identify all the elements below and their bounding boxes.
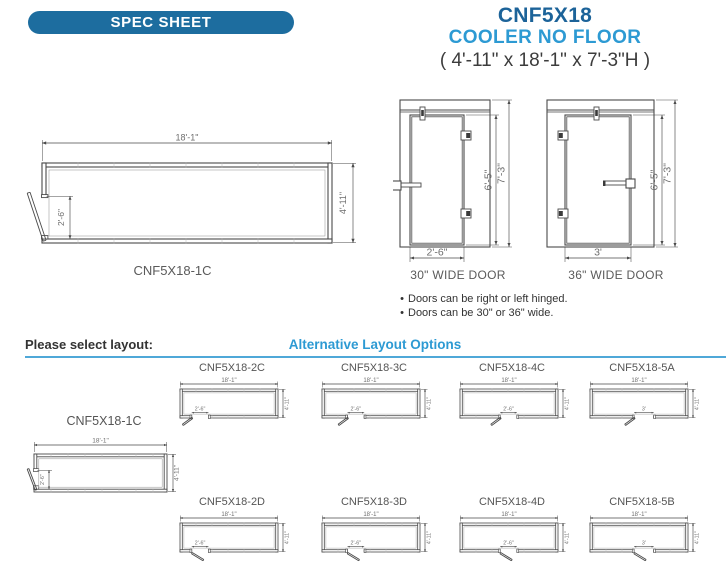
svg-text:2'-6": 2'-6" — [427, 247, 448, 259]
door-notes: •Doors can be right or left hinged. •Doo… — [396, 292, 568, 320]
svg-text:4'-11": 4'-11" — [427, 531, 433, 544]
layout-plan-svg: 18'-1" 4'-11" 2'-6" — [459, 378, 571, 426]
overall-dimensions: ( 4'-11" x 18'-1" x 7'-3"H ) — [439, 50, 651, 71]
svg-text:2'-6": 2'-6" — [195, 541, 206, 547]
layout-plan-svg: 18'-1" 4'-11" 2'-6" — [321, 378, 433, 426]
selected-layout-plan-svg: 18'-1" 4'-11" 2'-6" — [26, 438, 181, 493]
banner-label: SPEC SHEET — [110, 14, 212, 31]
svg-text:4'-11": 4'-11" — [338, 192, 348, 214]
layout-option-CNF5X18-3C[interactable]: CNF5X18-3C 18'-1" 4'-11" 2'-6" — [312, 362, 436, 428]
svg-text:4'-11": 4'-11" — [285, 531, 291, 544]
note-hinged: •Doors can be right or left hinged. — [396, 292, 568, 306]
svg-text:7'-3": 7'-3" — [496, 163, 508, 184]
svg-text:18'-1": 18'-1" — [631, 512, 646, 518]
model-title: CNF5X18 — [497, 4, 593, 27]
layout-plan-svg: 18'-1" 4'-11" 2'-6" — [179, 512, 291, 562]
svg-text:2'-6": 2'-6" — [503, 407, 514, 413]
svg-text:2'-6": 2'-6" — [40, 474, 46, 485]
layout-option-CNF5X18-5B[interactable]: CNF5X18-5B 18'-1" 4'-11" 3' — [580, 496, 704, 562]
selected-layout-label: CNF5X18-1C — [66, 414, 142, 428]
layout-option-label: CNF5X18-2D — [198, 496, 266, 508]
svg-text:18'-1": 18'-1" — [501, 512, 516, 518]
section-divider — [25, 356, 726, 358]
svg-text:6'-5": 6'-5" — [483, 169, 495, 190]
svg-text:18'-1": 18'-1" — [92, 438, 109, 445]
layout-option-label: CNF5X18-2C — [198, 362, 266, 374]
svg-text:2'-6": 2'-6" — [503, 541, 514, 547]
layout-option-label: CNF5X18-5B — [609, 496, 675, 508]
layout-option-label: CNF5X18-3D — [340, 496, 408, 508]
layout-option-CNF5X18-4D[interactable]: CNF5X18-4D 18'-1" 4'-11" 2'-6" — [450, 496, 574, 562]
svg-text:3': 3' — [642, 541, 646, 547]
select-layout-prompt: Please select layout: — [25, 337, 153, 352]
layout-option-label: CNF5X18-3C — [340, 362, 408, 374]
product-title: COOLER NO FLOOR — [448, 27, 642, 48]
note-width: •Doors can be 30" or 36" wide. — [396, 306, 568, 320]
bullet-icon: • — [400, 307, 404, 319]
layout-option-CNF5X18-3D[interactable]: CNF5X18-3D 18'-1" 4'-11" 2'-6" — [312, 496, 436, 562]
svg-text:2'-6": 2'-6" — [56, 209, 66, 226]
svg-text:2'-6": 2'-6" — [351, 407, 362, 413]
bullet-icon: • — [400, 293, 404, 305]
svg-text:18'-1": 18'-1" — [176, 133, 199, 143]
svg-text:18'-1": 18'-1" — [631, 378, 646, 384]
layout-plan-svg: 18'-1" 4'-11" 2'-6" — [459, 512, 571, 562]
svg-text:2'-6": 2'-6" — [351, 541, 362, 547]
svg-text:4'-11": 4'-11" — [695, 397, 701, 410]
svg-text:2'-6": 2'-6" — [195, 407, 206, 413]
svg-text:4'-11": 4'-11" — [427, 397, 433, 410]
layout-option-label: CNF5X18-5A — [609, 362, 675, 374]
layout-option-CNF5X18-5A[interactable]: CNF5X18-5A 18'-1" 4'-11" 3' — [580, 362, 704, 428]
svg-text:4'-11": 4'-11" — [695, 531, 701, 544]
svg-text:3': 3' — [594, 247, 602, 259]
svg-text:4'-11": 4'-11" — [285, 397, 291, 410]
main-plan-label: CNF5X18-1C — [133, 263, 212, 278]
layout-plan-svg: 18'-1" 4'-11" 2'-6" — [321, 512, 433, 562]
svg-text:4'-11": 4'-11" — [565, 397, 571, 410]
svg-text:3': 3' — [642, 407, 646, 413]
layout-option-CNF5X18-2C[interactable]: CNF5X18-2C 18'-1" 4'-11" 2'-6" — [170, 362, 294, 428]
layout-option-label: CNF5X18-4D — [478, 496, 546, 508]
svg-text:6'-5": 6'-5" — [649, 169, 661, 190]
svg-text:18'-1": 18'-1" — [363, 378, 378, 384]
svg-text:18'-1": 18'-1" — [501, 378, 516, 384]
layout-option-CNF5X18-4C[interactable]: CNF5X18-4C 18'-1" 4'-11" 2'-6" — [450, 362, 574, 428]
main-floor-plan-diagram: 18'-1" 4'-11" 2'-6" — [26, 133, 356, 244]
door-30-elevation-diagram: 6'-5"7'-3" 2'-6" — [393, 99, 512, 262]
svg-text:4'-11": 4'-11" — [565, 531, 571, 544]
layout-option-CNF5X18-2D[interactable]: CNF5X18-2D 18'-1" 4'-11" 2'-6" — [170, 496, 294, 562]
svg-text:18'-1": 18'-1" — [363, 512, 378, 518]
door-36-elevation-diagram: 6'-5"7'-3" 3' — [546, 99, 678, 262]
selected-layout-option[interactable]: CNF5X18-1C 18'-1" 4'-11" 2'-6" — [24, 414, 184, 509]
spec-sheet-banner: SPEC SHEET — [28, 11, 294, 34]
door-36-label: 36" WIDE DOOR — [568, 268, 664, 282]
layout-plan-svg: 18'-1" 4'-11" 3' — [589, 378, 701, 426]
alternative-layout-heading: Alternative Layout Options — [288, 337, 462, 352]
layout-option-label: CNF5X18-4C — [478, 362, 546, 374]
title-block: CNF5X18 COOLER NO FLOOR ( 4'-11" x 18'-1… — [380, 5, 710, 73]
layout-plan-svg: 18'-1" 4'-11" 3' — [589, 512, 701, 562]
door-30-label: 30" WIDE DOOR — [410, 268, 506, 282]
svg-text:18'-1": 18'-1" — [221, 378, 236, 384]
layout-plan-svg: 18'-1" 4'-11" 2'-6" — [179, 378, 291, 426]
svg-text:7'-3": 7'-3" — [662, 163, 674, 184]
svg-text:18'-1": 18'-1" — [221, 512, 236, 518]
svg-text:4'-11": 4'-11" — [174, 464, 181, 481]
